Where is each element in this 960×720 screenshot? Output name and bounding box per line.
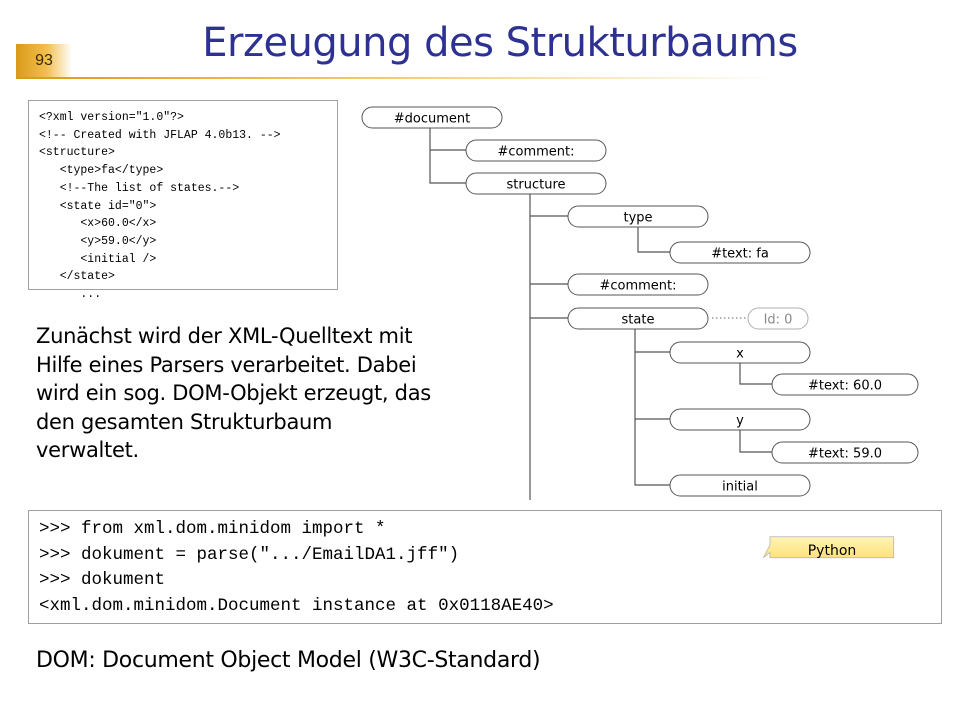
node-text-x: #text: 60.0 <box>771 373 919 396</box>
xml-line: <!-- Created with JFLAP 4.0b13. --> <box>39 128 281 142</box>
node-label: #text: 60.0 <box>808 379 882 394</box>
footer-text: DOM: Document Object Model (W3C-Standard… <box>36 648 541 673</box>
description-text: Zunächst wird der XML-Quelltext mit Hilf… <box>36 322 516 465</box>
python-code: >>> from xml.dom.minidom import * >>> do… <box>29 511 941 619</box>
node-comment-1: #comment: <box>465 139 607 162</box>
node-document: #document <box>361 106 503 129</box>
xml-line: <initial /> <box>39 252 157 266</box>
node-structure: structure <box>465 172 607 195</box>
tree-connectors <box>429 127 772 500</box>
node-label: #document <box>394 112 470 127</box>
python-line: >>> dokument = parse(".../EmailDA1.jff") <box>39 544 460 565</box>
node-text-y: #text: 59.0 <box>771 441 919 464</box>
description-line: verwaltet. <box>36 438 139 462</box>
description-line: Zunächst wird der XML-Quelltext mit <box>36 324 413 348</box>
python-line: <xml.dom.minidom.Document instance at 0x… <box>39 595 554 616</box>
slide-number: 93 <box>16 44 72 78</box>
node-type: type <box>567 205 709 228</box>
xml-line: <type>fa</type> <box>39 164 164 178</box>
node-label: #comment: <box>497 145 574 160</box>
connector-text-fa <box>637 226 670 253</box>
node-initial: initial <box>669 474 811 497</box>
node-label: #comment: <box>599 279 676 294</box>
xml-line: <x>60.0</x> <box>39 217 157 231</box>
xml-line: <?xml version="1.0"?> <box>39 111 184 124</box>
node-label: structure <box>507 178 566 193</box>
node-label: state <box>622 313 655 328</box>
connector-document <box>429 127 470 184</box>
node-label: y <box>736 414 744 429</box>
description-line: wird ein sog. DOM-Objekt erzeugt, das <box>36 381 431 405</box>
python-line: >>> dokument <box>39 570 166 590</box>
xml-line: <structure> <box>39 146 115 160</box>
node-state-id: Id: 0 <box>747 307 809 330</box>
xml-line: <!--The list of states.--> <box>39 181 240 195</box>
page-title: Erzeugung des Strukturbaums <box>202 20 798 66</box>
xml-source-box: <?xml version="1.0"?> <!-- Created with … <box>28 100 338 301</box>
node-label: #text: 59.0 <box>808 447 882 462</box>
python-line: >>> from xml.dom.minidom import * <box>39 519 386 539</box>
python-code-box: >>> from xml.dom.minidom import * >>> do… <box>28 510 942 624</box>
node-state: state <box>567 307 709 330</box>
xml-source-code: <?xml version="1.0"?> <!-- Created with … <box>29 101 337 304</box>
xml-line: <state id="0"> <box>39 199 157 213</box>
python-callout-shape <box>762 536 895 559</box>
node-text-fa: #text: fa <box>669 241 811 264</box>
python-callout-label: Python <box>807 543 857 559</box>
description-line: den gesamten Strukturbaum <box>36 409 333 434</box>
node-x: x <box>669 341 811 364</box>
node-label: x <box>736 347 744 362</box>
node-label: Id: 0 <box>764 313 793 328</box>
node-label: type <box>623 211 652 226</box>
connector-text-x <box>739 362 772 385</box>
node-y: y <box>669 408 811 431</box>
node-comment-2: #comment: <box>567 273 709 296</box>
node-label: #text: fa <box>711 247 769 262</box>
connector-state-children <box>634 328 670 486</box>
connector-text-y <box>739 429 772 453</box>
title-divider <box>16 77 776 79</box>
description-line: Hilfe eines Parsers verarbeitet. Dabei <box>36 352 417 377</box>
xml-line: <y>59.0</y> <box>39 234 157 248</box>
xml-line: </state> <box>39 270 115 284</box>
node-label: initial <box>722 480 758 495</box>
xml-line: ... <box>39 288 102 302</box>
